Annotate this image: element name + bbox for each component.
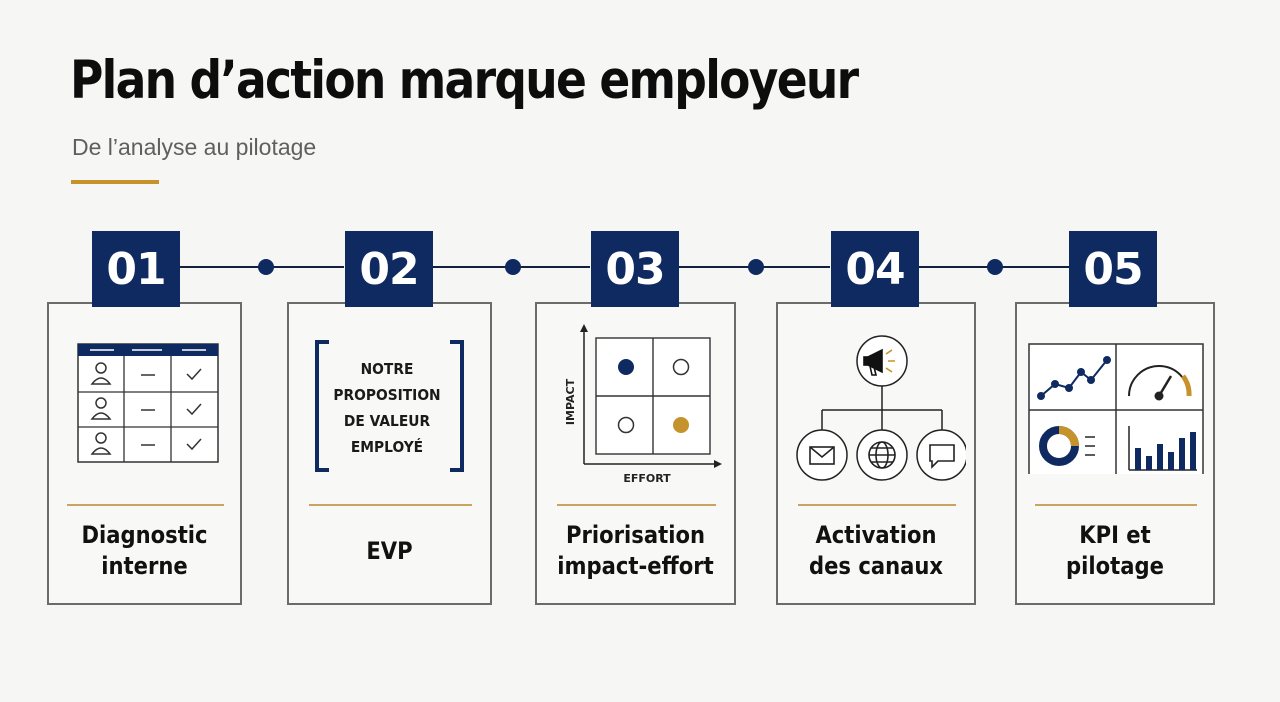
step-label: KPI et pilotage (1066, 521, 1164, 580)
card-divider (557, 504, 716, 506)
step-number-badge: 01 (92, 231, 180, 307)
step-label: Activation des canaux (808, 521, 944, 580)
mail-icon (809, 446, 835, 465)
card-divider (798, 504, 956, 506)
step-card-activation: Activation des canaux (776, 302, 976, 605)
right-bracket-icon (450, 340, 464, 472)
page-subtitle: De l’analyse au pilotage (72, 134, 317, 160)
donut-chart-icon (1039, 426, 1095, 466)
step-number-badge: 02 (345, 231, 433, 307)
megaphone-icon (863, 348, 895, 376)
globe-icon (868, 441, 896, 469)
x-axis-label: EFFORT (623, 472, 671, 485)
chat-bubble-icon (929, 444, 955, 469)
step-label: Diagnostic interne (81, 521, 208, 580)
card-divider (67, 504, 224, 506)
step-card-priorisation: IMPACT EFFORT Priorisation impact-effort (535, 302, 736, 605)
card-divider (1035, 504, 1197, 506)
step-card-diagnostic: Diagnostic interne (47, 302, 242, 605)
impact-effort-matrix-icon: IMPACT EFFORT (537, 322, 734, 492)
step-card-evp: NOTRE PROPOSITION DE VALEUR EMPLOYÉ EVP (287, 302, 492, 605)
connector-dot (987, 259, 1003, 275)
bar-chart-icon (1128, 426, 1197, 471)
connector-dot (748, 259, 764, 275)
card-divider (309, 504, 472, 506)
accent-bar (71, 180, 159, 184)
evp-statement: NOTRE PROPOSITION DE VALEUR EMPLOYÉ (333, 360, 441, 456)
table-grid-icon (49, 324, 240, 494)
connector-dot (258, 259, 274, 275)
page-title: Plan d’action marque employeur (70, 50, 859, 111)
connector-dot (505, 259, 521, 275)
step-card-kpi: KPI et pilotage (1015, 302, 1215, 605)
line-chart-icon (1037, 356, 1111, 400)
step-label: Priorisation impact-effort (557, 521, 714, 580)
y-axis-label: IMPACT (564, 378, 577, 425)
left-bracket-icon (315, 340, 329, 472)
step-label: EVP (366, 537, 413, 565)
step-number-badge: 03 (591, 231, 679, 307)
dashboard-icon (1017, 324, 1213, 494)
step-number-badge: 04 (831, 231, 919, 307)
channel-tree-icon (778, 328, 974, 498)
gauge-icon (1128, 365, 1192, 401)
step-number-badge: 05 (1069, 231, 1157, 307)
